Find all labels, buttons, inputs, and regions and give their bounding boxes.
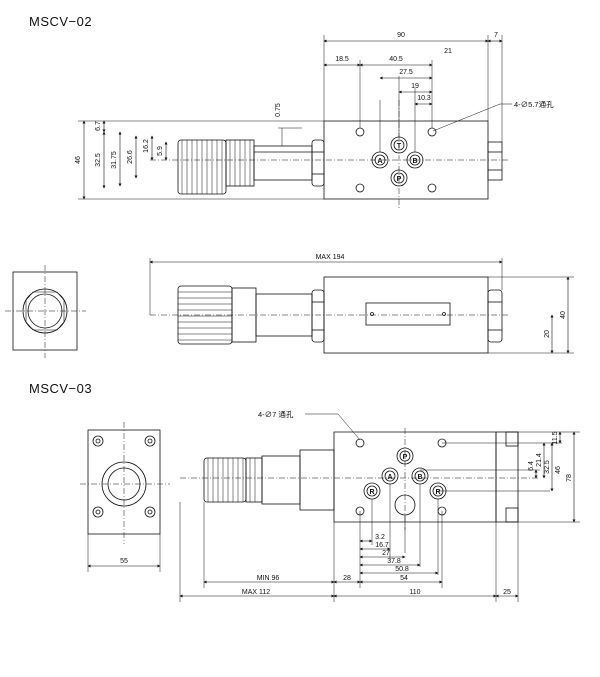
- mscv03-port-p-label: P: [403, 454, 408, 461]
- dim-21-4: 21.4: [536, 453, 543, 467]
- mscv02-top-view: [78, 35, 512, 210]
- mscv02-end-view: [5, 265, 86, 358]
- dim-110: 110: [409, 589, 420, 596]
- mscv02-hole-note: 4-∅5.7通孔: [514, 99, 554, 109]
- mscv-03-heading: MSCV−03: [29, 381, 93, 396]
- dim-90: 90: [397, 32, 405, 39]
- mscv03-port-a-label: A: [387, 474, 392, 481]
- port-t-label: T: [397, 143, 402, 150]
- port-a-label: A: [377, 158, 382, 165]
- dim-31-75: 31.75: [111, 151, 118, 169]
- dim-21: 21: [444, 48, 452, 55]
- dim-16-7: 16.7: [375, 542, 389, 549]
- mscv03-port-r1-label: R: [369, 489, 374, 496]
- dim-28: 28: [343, 575, 351, 582]
- dim-32-5-b: 32.5: [544, 460, 551, 474]
- dim-7: 7: [494, 32, 498, 39]
- dim-16-2: 16.2: [143, 139, 150, 153]
- mscv-02-heading: MSCV−02: [29, 14, 93, 29]
- dim-max-112: MAX 112: [242, 589, 270, 596]
- dim-10-3: 10.3: [417, 95, 431, 102]
- dim-25: 25: [503, 589, 511, 596]
- dim-40: 40: [560, 311, 567, 319]
- dim-max-194: MAX 194: [316, 254, 345, 261]
- dim-40-5: 40.5: [389, 56, 403, 63]
- dim-19: 19: [411, 83, 419, 90]
- dim-46: 46: [75, 156, 82, 164]
- dim-50-8: 50.8: [395, 566, 409, 573]
- dim-55: 55: [120, 558, 128, 565]
- mscv03-end-view: [80, 422, 170, 572]
- dim-5-9: 5.9: [157, 146, 164, 156]
- mscv03-port-b-label: B: [417, 474, 422, 481]
- mscv03-top-view: [179, 413, 580, 602]
- dim-18-5: 18.5: [335, 56, 349, 63]
- dim-54: 54: [400, 575, 408, 582]
- port-p-label: P: [397, 176, 402, 183]
- dim-27: 27: [382, 550, 390, 557]
- dim-26-6: 26.6: [127, 150, 134, 164]
- mscv03-port-r2-label: R: [435, 489, 440, 496]
- dim-27-5: 27.5: [399, 69, 413, 76]
- dim-78: 78: [566, 474, 573, 482]
- dim-32-5: 32.5: [95, 153, 102, 167]
- mscv03-knob: [203, 457, 247, 503]
- dim-0-75: 0.75: [275, 103, 282, 117]
- dim-46-b: 46: [555, 466, 562, 474]
- dim-6-4: 6.4: [528, 461, 535, 471]
- port-b-label: B: [412, 158, 417, 165]
- dim-37-8: 37.8: [387, 558, 401, 565]
- dim-min-96: MIN 96: [257, 575, 280, 582]
- mscv02-front-view: [149, 258, 574, 354]
- dim-11-5: 11.5: [552, 431, 559, 444]
- dim-20: 20: [544, 330, 551, 338]
- dim-6-7: 6.7: [95, 121, 102, 131]
- dim-3-2: 3.2: [375, 534, 385, 541]
- mscv03-hole-note: 4-∅7 通孔: [258, 409, 294, 419]
